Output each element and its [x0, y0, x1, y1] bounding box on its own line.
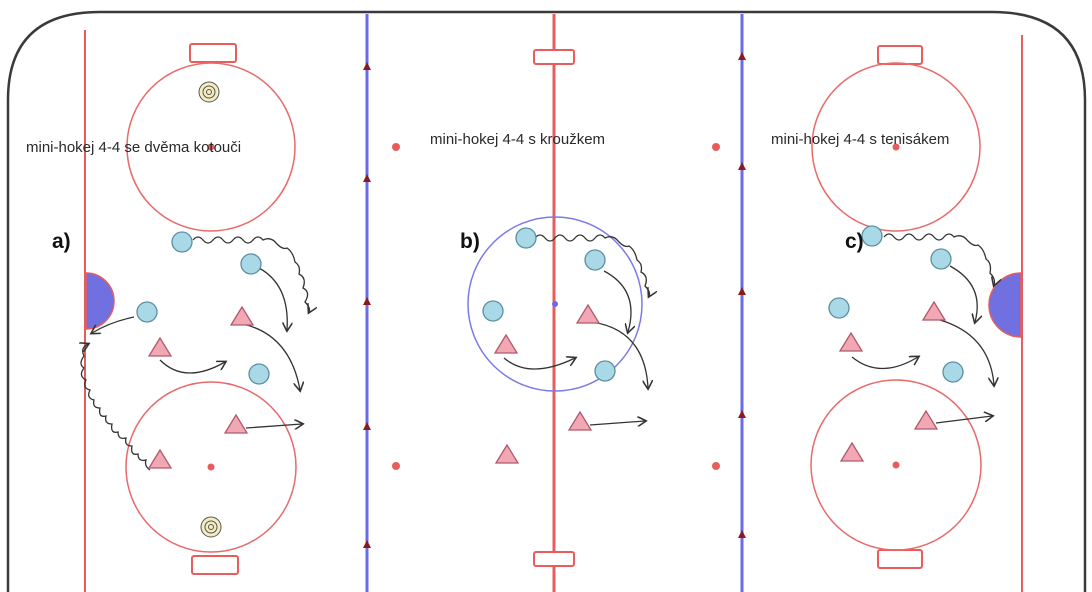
player-circle-icon — [136, 301, 158, 323]
player-triangle-icon — [921, 300, 947, 321]
net-bottom-left — [191, 555, 239, 575]
player-circle-icon — [171, 231, 193, 253]
player-triangle-icon — [147, 336, 173, 357]
player-circle-icon — [240, 253, 262, 275]
player-circle-icon — [515, 227, 537, 249]
faceoff-circle-bottom-right — [810, 379, 982, 551]
net-top-left — [189, 43, 237, 63]
center-ring — [467, 216, 643, 392]
player-circle-icon — [930, 248, 952, 270]
player-circle-icon — [584, 249, 606, 271]
player-triangle-icon — [575, 303, 601, 324]
skating-path — [589, 421, 645, 425]
puck-icon — [200, 516, 222, 538]
skating-path — [851, 357, 918, 370]
skating-path — [258, 267, 287, 330]
drill-title-b: mini-hokej 4-4 s kroužkem — [430, 131, 605, 148]
player-circle-icon — [248, 363, 270, 385]
goal-crease-right — [988, 272, 1022, 338]
rink-boards — [6, 10, 1087, 592]
goal-crease-left — [85, 272, 115, 330]
stickhandling-path — [534, 234, 650, 296]
net-bottom-right — [877, 549, 923, 569]
section-label-b: b) — [460, 230, 480, 253]
skating-path — [92, 316, 135, 333]
team-b-players — [147, 300, 947, 469]
faceoff-circle-bottom-left — [125, 381, 297, 553]
faceoff-dots — [207, 143, 900, 471]
skating-path — [935, 416, 992, 424]
player-circle-icon — [942, 361, 964, 383]
skating-path — [159, 359, 225, 374]
net-bottom-center — [533, 551, 575, 567]
player-triangle-icon — [838, 331, 864, 352]
player-circle-icon — [594, 360, 616, 382]
player-triangle-icon — [147, 448, 173, 469]
player-triangle-icon — [839, 441, 865, 462]
section-label-c: c) — [845, 230, 864, 253]
drill-title-c: mini-hokej 4-4 s tenisákem — [771, 131, 949, 148]
player-triangle-icon — [493, 333, 519, 354]
section-label-a: a) — [52, 230, 71, 253]
stickhandling-path — [883, 233, 995, 285]
skating-path — [591, 321, 648, 388]
player-circle-icon — [861, 225, 883, 247]
net-top-right — [877, 45, 923, 65]
player-triangle-icon — [913, 409, 939, 430]
player-triangle-icon — [494, 443, 520, 464]
faceoff-circle-top-left — [126, 62, 296, 232]
skating-path — [949, 265, 977, 322]
player-circle-icon — [828, 297, 850, 319]
skating-path — [939, 319, 994, 385]
drill-title-a: mini-hokej 4-4 se dvěma kotouči — [26, 139, 241, 156]
net-top-center — [533, 49, 575, 65]
cone-markers — [363, 52, 746, 548]
movement-paths — [81, 233, 995, 471]
stickhandling-path — [192, 236, 310, 312]
player-triangle-icon — [229, 305, 255, 326]
skating-path — [242, 323, 300, 390]
center-dot — [552, 301, 558, 307]
puck-icon — [198, 81, 220, 103]
stickhandling-path — [81, 344, 151, 471]
faceoff-circle-top-right — [811, 62, 981, 232]
team-a-players — [136, 225, 964, 385]
player-triangle-icon — [567, 410, 593, 431]
player-triangle-icon — [223, 413, 249, 434]
skating-path — [245, 424, 302, 428]
player-circle-icon — [482, 300, 504, 322]
skating-path — [603, 270, 631, 332]
skating-path — [503, 358, 575, 370]
